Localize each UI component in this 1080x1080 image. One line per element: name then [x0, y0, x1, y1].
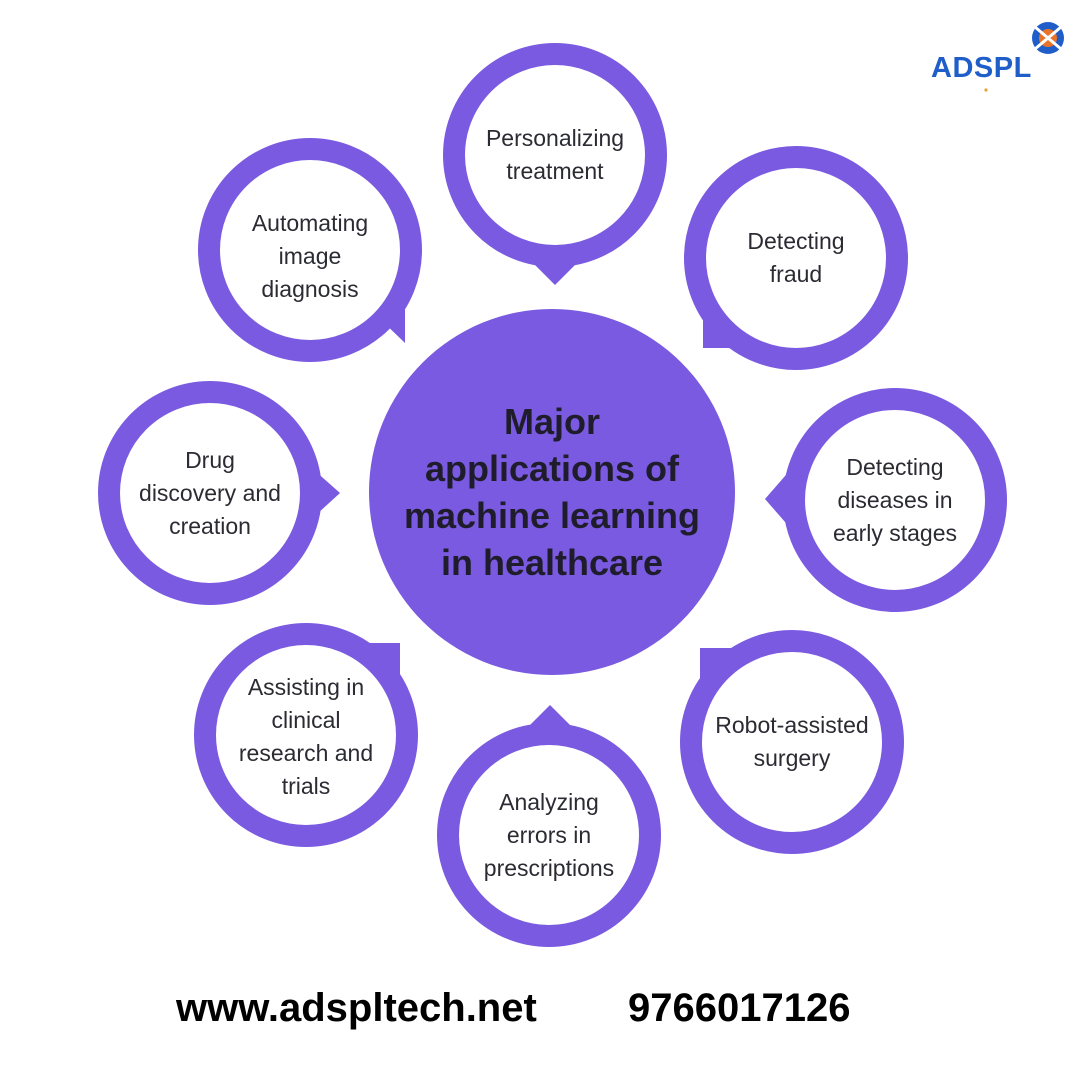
item-line: early stages — [832, 519, 957, 546]
item-line: Detecting — [747, 228, 845, 254]
item-line: diagnosis — [261, 275, 359, 302]
item-personalizing-treatment: Personalizing treatment — [475, 105, 635, 205]
item-line: treatment — [506, 158, 604, 184]
item-line: discovery and — [139, 479, 281, 506]
item-line: Robot-assisted — [715, 712, 869, 738]
item-detecting-diseases: Detecting diseases in early stages — [812, 445, 978, 555]
center-title-line: applications of — [424, 448, 680, 489]
center-title-line: in healthcare — [440, 542, 664, 583]
website-link[interactable]: www.adspltech.net — [176, 986, 537, 1030]
item-line: diseases in — [837, 486, 953, 513]
logo-text: ADSPL — [931, 52, 1032, 84]
item-line: Detecting — [846, 453, 944, 480]
item-line: Assisting in — [247, 674, 365, 700]
adspl-logo: ADSPL — [925, 18, 1065, 98]
item-line: Automating — [251, 209, 369, 236]
item-line: creation — [169, 512, 251, 539]
ring-automating — [198, 138, 422, 362]
item-line: research and — [238, 740, 374, 766]
item-line: Analyzing — [499, 788, 599, 815]
item-analyzing-prescriptions: Analyzing errors in prescriptions — [466, 780, 632, 890]
ring-drug — [98, 381, 322, 605]
footer: www.adspltech.net 9766017126 — [0, 986, 1080, 1046]
ring-diseases — [783, 388, 1007, 612]
phone-number: 9766017126 — [628, 986, 851, 1030]
item-line: clinical — [271, 707, 341, 733]
item-line: Personalizing — [485, 125, 625, 151]
adspl-logo-icon — [984, 22, 1064, 92]
item-line: image — [278, 242, 342, 269]
ring-personalizing — [443, 43, 667, 267]
rings — [98, 43, 1007, 947]
ring-robot — [680, 630, 904, 854]
center-title: Major applications of machine learning i… — [382, 392, 722, 592]
item-line: surgery — [753, 745, 831, 771]
item-line: fraud — [769, 261, 823, 287]
item-line: trials — [281, 773, 331, 799]
center-title-line: Major — [503, 401, 600, 442]
ring-clinical — [194, 623, 418, 847]
ring-prescriptions — [437, 723, 661, 947]
item-robot-assisted-surgery: Robot-assisted surgery — [704, 697, 880, 787]
item-line: errors in — [506, 821, 592, 848]
item-line: prescriptions — [483, 854, 615, 881]
item-line: Drug — [185, 446, 235, 473]
center-circle — [369, 309, 735, 675]
item-detecting-fraud: Detecting fraud — [716, 208, 876, 308]
center-title-line: machine learning — [403, 495, 701, 536]
item-automating-image-diagnosis: Automating image diagnosis — [228, 201, 392, 311]
ring-fraud — [684, 146, 908, 370]
item-drug-discovery: Drug discovery and creation — [126, 438, 294, 548]
item-clinical-research: Assisting in clinical research and trial… — [224, 670, 388, 804]
